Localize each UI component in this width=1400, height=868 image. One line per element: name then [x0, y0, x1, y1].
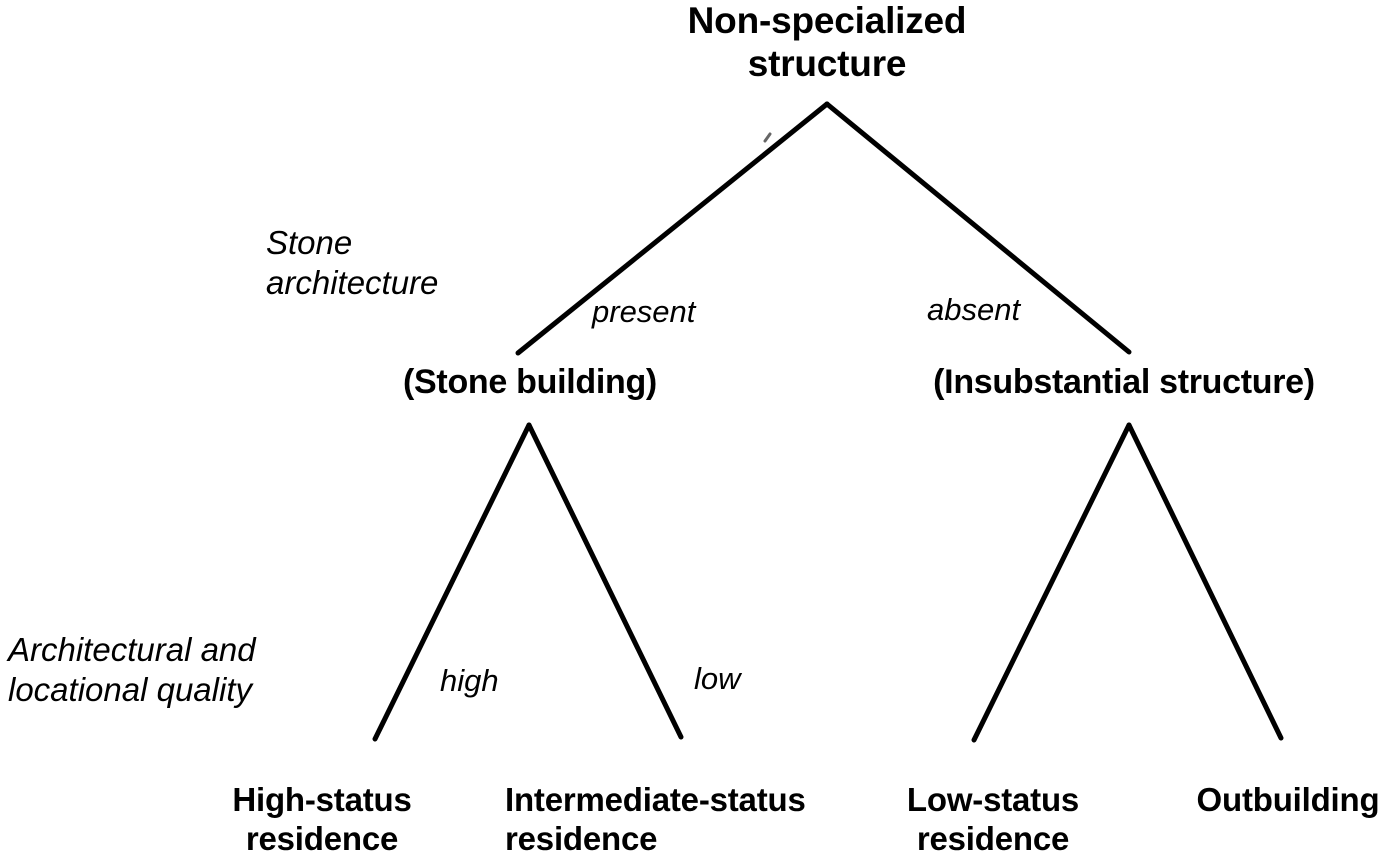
node-low-status-residence: Low-status residence — [906, 781, 1080, 857]
node-root: Non-specialized structure — [687, 0, 967, 84]
criterion-architectural-locational-quality: Architectural and locational quality — [8, 631, 256, 708]
branch-root-to-stone-building — [515, 101, 830, 356]
criterion-stone-architecture: Stone architecture — [266, 224, 439, 301]
branch-stone-building-to-intermediate-status — [526, 422, 684, 740]
node-insubstantial-structure: (Insubstantial structure) — [933, 363, 1315, 401]
branch-insubstantial-to-low-status — [971, 422, 1132, 743]
node-high-status-residence: High-status residence — [232, 781, 412, 857]
branch-stone-building-to-high-status — [372, 422, 532, 742]
node-stone-building: (Stone building) — [403, 363, 657, 401]
branch-insubstantial-to-outbuilding — [1126, 422, 1284, 741]
branch-root-to-insubstantial — [824, 101, 1132, 355]
edge-label-low: low — [694, 661, 741, 696]
edge-label-high: high — [440, 663, 499, 698]
edge-label-absent: absent — [927, 292, 1021, 327]
node-intermediate-status-residence: Intermediate-status residence — [505, 781, 806, 857]
stray-mark — [763, 132, 772, 143]
edge-label-present: present — [592, 294, 696, 329]
node-outbuilding: Outbuilding — [1196, 781, 1380, 818]
